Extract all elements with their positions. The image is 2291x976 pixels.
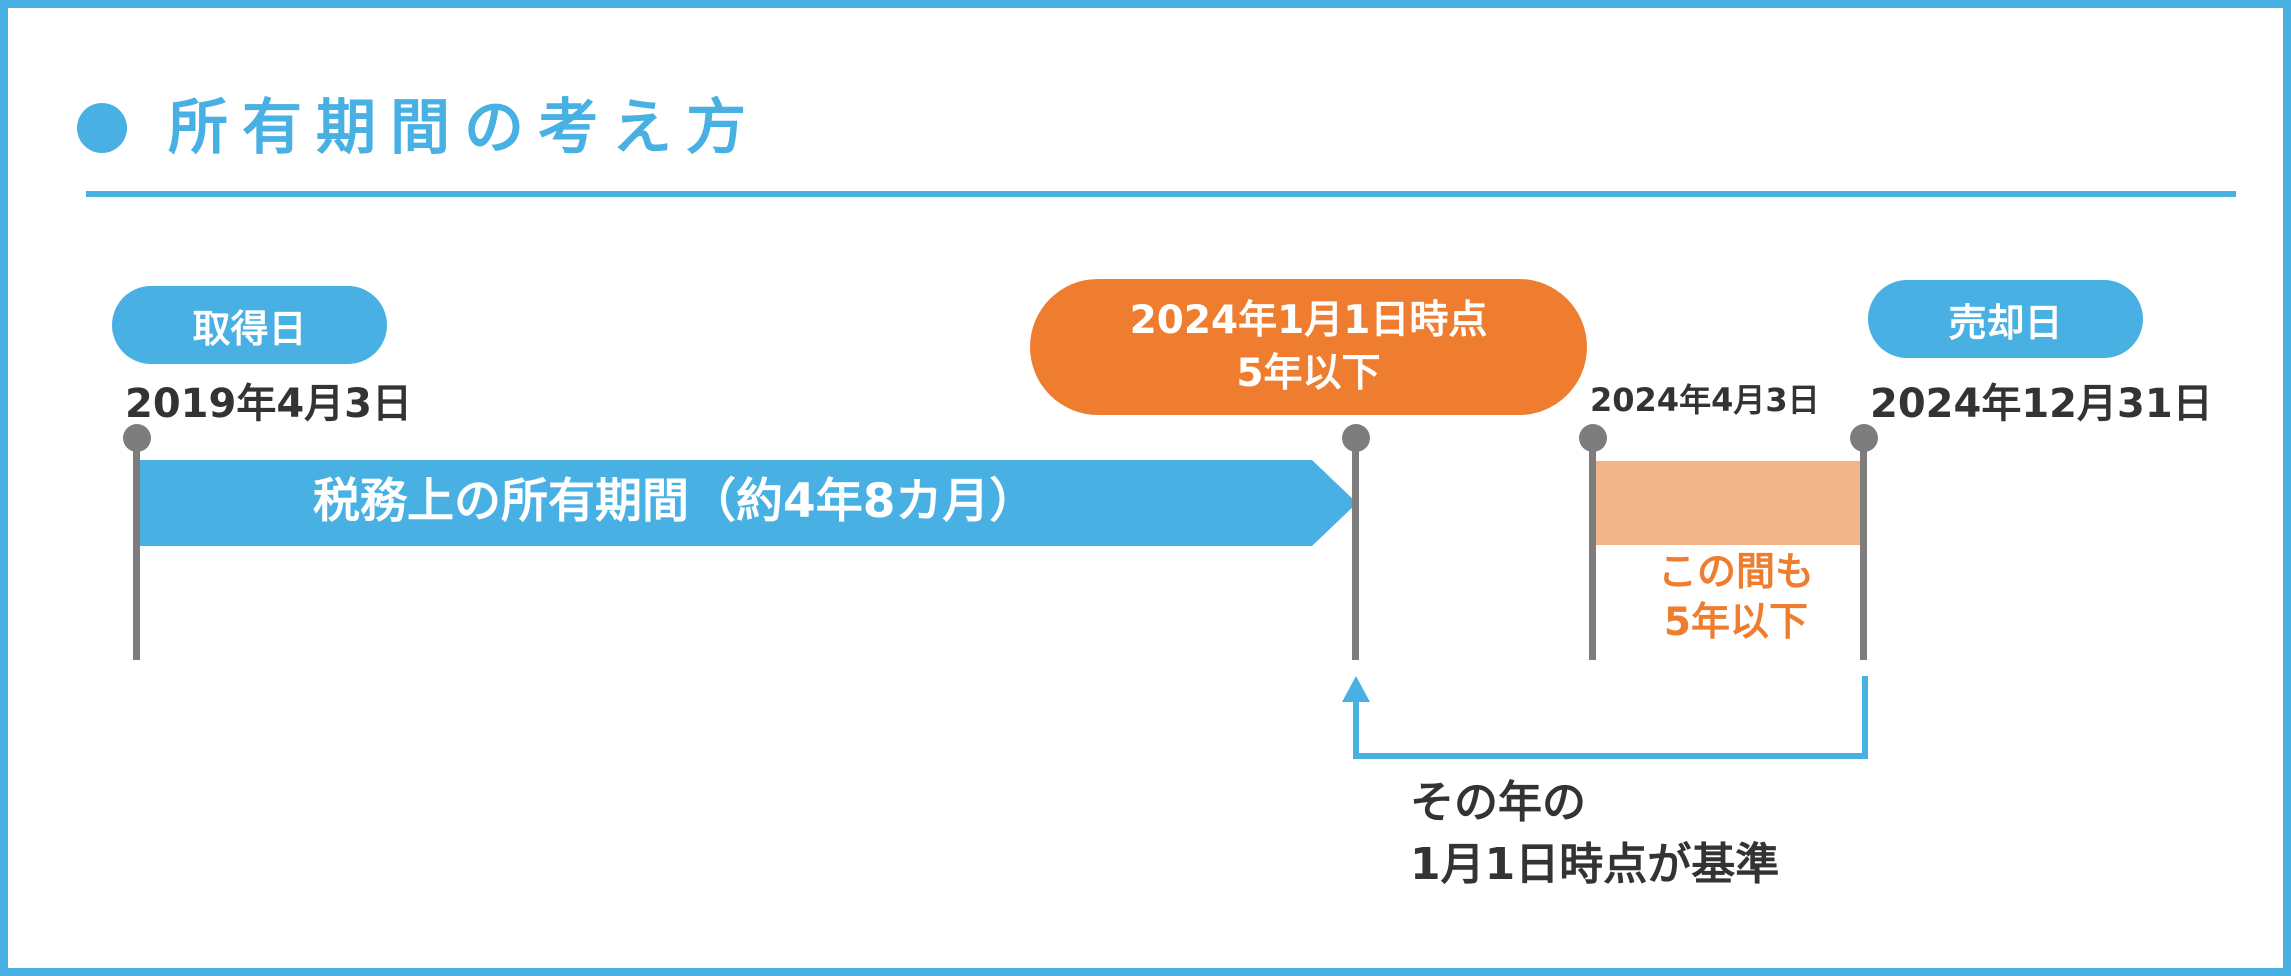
sale-label-pill: 売却日 [1868, 280, 2143, 358]
basis-arrow-head-icon [1342, 676, 1370, 702]
gap-note-line2: 5年以下 [1663, 600, 1809, 645]
sale-pole-knob [1850, 424, 1878, 452]
gap-note: この間も 5年以下 [1596, 548, 1876, 648]
basis-note-line1: その年の [1410, 777, 1586, 828]
mid-date: 2024年4月3日 [1590, 381, 1820, 419]
title-underline [86, 191, 2236, 197]
acquisition-pole-knob [123, 424, 151, 452]
title-bullet-icon [77, 103, 127, 153]
sale-label: 売却日 [1948, 300, 2063, 345]
basis-note: その年の 1月1日時点が基準 [1410, 772, 1779, 896]
acquisition-date: 2019年4月3日 [125, 381, 412, 427]
gap-note-line1: この間も [1657, 550, 1814, 595]
basis-note-line2: 1月1日時点が基準 [1410, 839, 1780, 890]
holding-period-label: 税務上の所有期間（約4年8カ月） [313, 474, 1037, 529]
mid-date-pole [1589, 437, 1596, 660]
gap-period-band [1594, 461, 1860, 545]
reference-point-pill: 2024年1月1日時点 5年以下 [1030, 279, 1587, 415]
mid-date-pole-knob [1579, 424, 1607, 452]
holding-period-arrow [138, 460, 1357, 546]
acquisition-label-pill: 取得日 [112, 286, 387, 364]
sale-pole [1860, 437, 1867, 660]
page-title: 所有期間の考え方 [168, 93, 760, 163]
sale-date: 2024年12月31日 [1870, 381, 2213, 427]
reference-pole-knob [1342, 424, 1370, 452]
reference-pole [1352, 437, 1359, 660]
acquisition-label: 取得日 [192, 306, 307, 351]
basis-bracket-line [1353, 676, 1868, 759]
reference-point-line1: 2024年1月1日時点 [1129, 298, 1488, 343]
reference-point-line2: 5年以下 [1236, 351, 1381, 396]
acquisition-pole [133, 437, 140, 660]
